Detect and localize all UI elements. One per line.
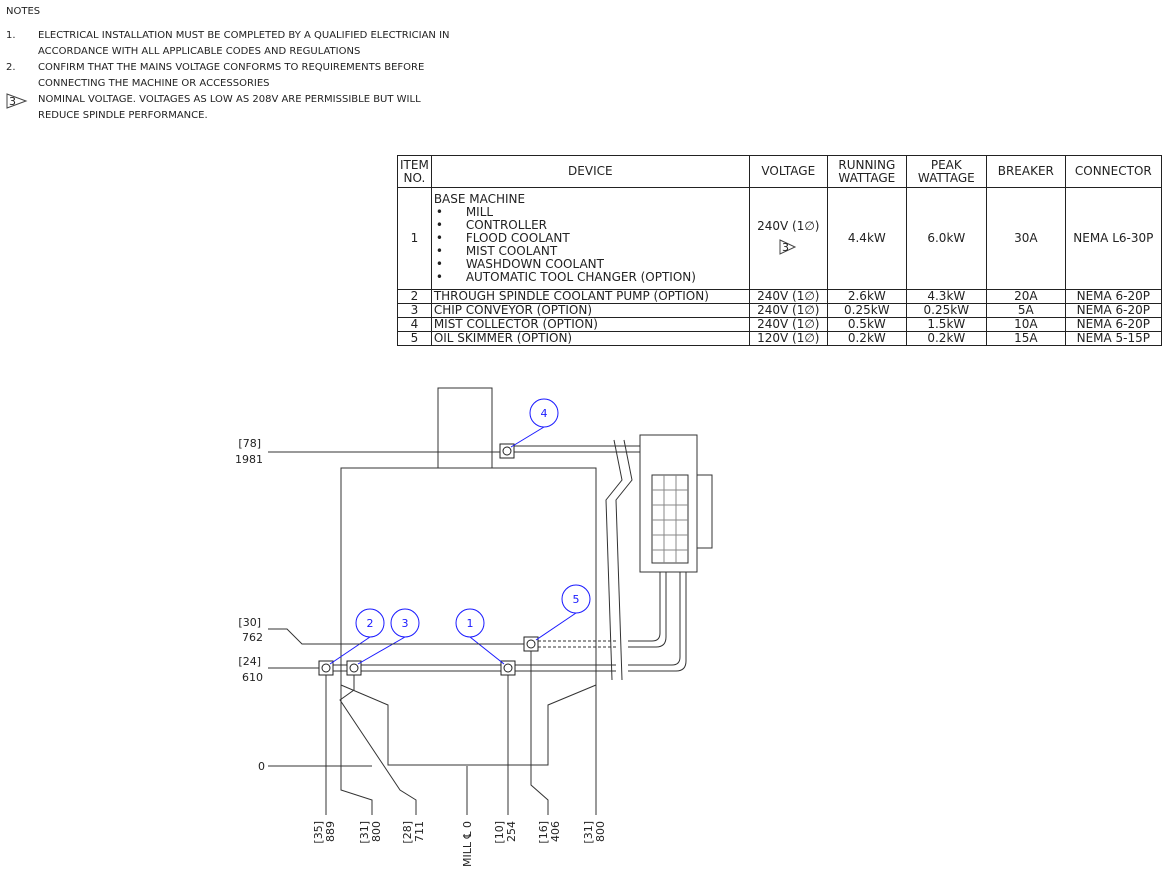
svg-text:[31]: [31]	[358, 821, 371, 844]
svg-text:[16]: [16]	[537, 821, 550, 844]
svg-text:[30]: [30]	[238, 616, 261, 629]
machine-outline	[330, 387, 713, 766]
connector-1	[500, 660, 516, 676]
svg-text:[24]: [24]	[238, 655, 261, 668]
svg-text:762: 762	[242, 631, 263, 644]
svg-text:711: 711	[413, 821, 426, 842]
svg-text:1981: 1981	[235, 453, 263, 466]
notes-title: NOTES	[6, 6, 41, 17]
balloon-5: 5	[573, 593, 580, 606]
svg-text:[31]: [31]	[582, 821, 595, 844]
left-dimensions: [78] 1981 [30] 762 [24] 610 0	[235, 437, 265, 773]
note-1: 1.ELECTRICAL INSTALLATION MUST BE COMPLE…	[6, 30, 450, 57]
balloon-4: 4	[541, 407, 548, 420]
revision-flag-icon: 3	[779, 238, 797, 255]
balloon-2: 2	[367, 617, 374, 630]
note-3: 3 NOMINAL VOLTAGE. VOLTAGES AS LOW AS 20…	[6, 92, 458, 124]
conduit	[512, 445, 640, 453]
connector-4	[499, 443, 515, 459]
table-row: 1 BASE MACHINE MILL CONTROLLER FLOOD COO…	[397, 187, 1162, 290]
svg-text:MILL ℄ 0: MILL ℄ 0	[461, 821, 474, 867]
svg-text:800: 800	[594, 821, 607, 842]
svg-text:3: 3	[782, 241, 789, 254]
svg-text:0: 0	[258, 760, 265, 773]
connectors	[318, 443, 539, 676]
svg-text:254: 254	[505, 821, 518, 842]
svg-text:[78]: [78]	[238, 437, 261, 450]
bottom-dimensions: [35]889 [31]800 [28]711 MILL ℄ 0 [10]254…	[312, 821, 607, 867]
connector-5	[523, 636, 539, 652]
svg-text:406: 406	[549, 821, 562, 842]
svg-text:[35]: [35]	[312, 821, 325, 844]
power-requirements-table: ITEM NO. DEVICE VOLTAGE RUNNING WATTAGE …	[397, 155, 1162, 346]
svg-text:889: 889	[324, 821, 337, 842]
balloon-3: 3	[402, 617, 409, 630]
svg-text:[10]: [10]	[493, 821, 506, 844]
electrical-panel	[639, 434, 698, 573]
balloons	[329, 398, 591, 665]
revision-flag-icon: 3	[6, 93, 28, 109]
break-line	[605, 439, 633, 681]
svg-text:[28]: [28]	[401, 821, 414, 844]
table-header: ITEM NO. DEVICE VOLTAGE RUNNING WATTAGE …	[397, 155, 1162, 188]
svg-text:800: 800	[370, 821, 383, 842]
connector-2	[318, 660, 334, 676]
sub-device-list: MILL CONTROLLER FLOOD COOLANT MIST COOLA…	[434, 206, 747, 285]
dimension-leaders	[268, 451, 597, 815]
note-2: 2.CONFIRM THAT THE MAINS VOLTAGE CONFORM…	[6, 62, 425, 89]
svg-text:610: 610	[242, 671, 263, 684]
svg-text:3: 3	[9, 95, 16, 108]
connector-3	[346, 660, 362, 676]
notes: NOTES 1.ELECTRICAL INSTALLATION MUST BE …	[6, 4, 458, 124]
balloon-1: 1	[467, 617, 474, 630]
